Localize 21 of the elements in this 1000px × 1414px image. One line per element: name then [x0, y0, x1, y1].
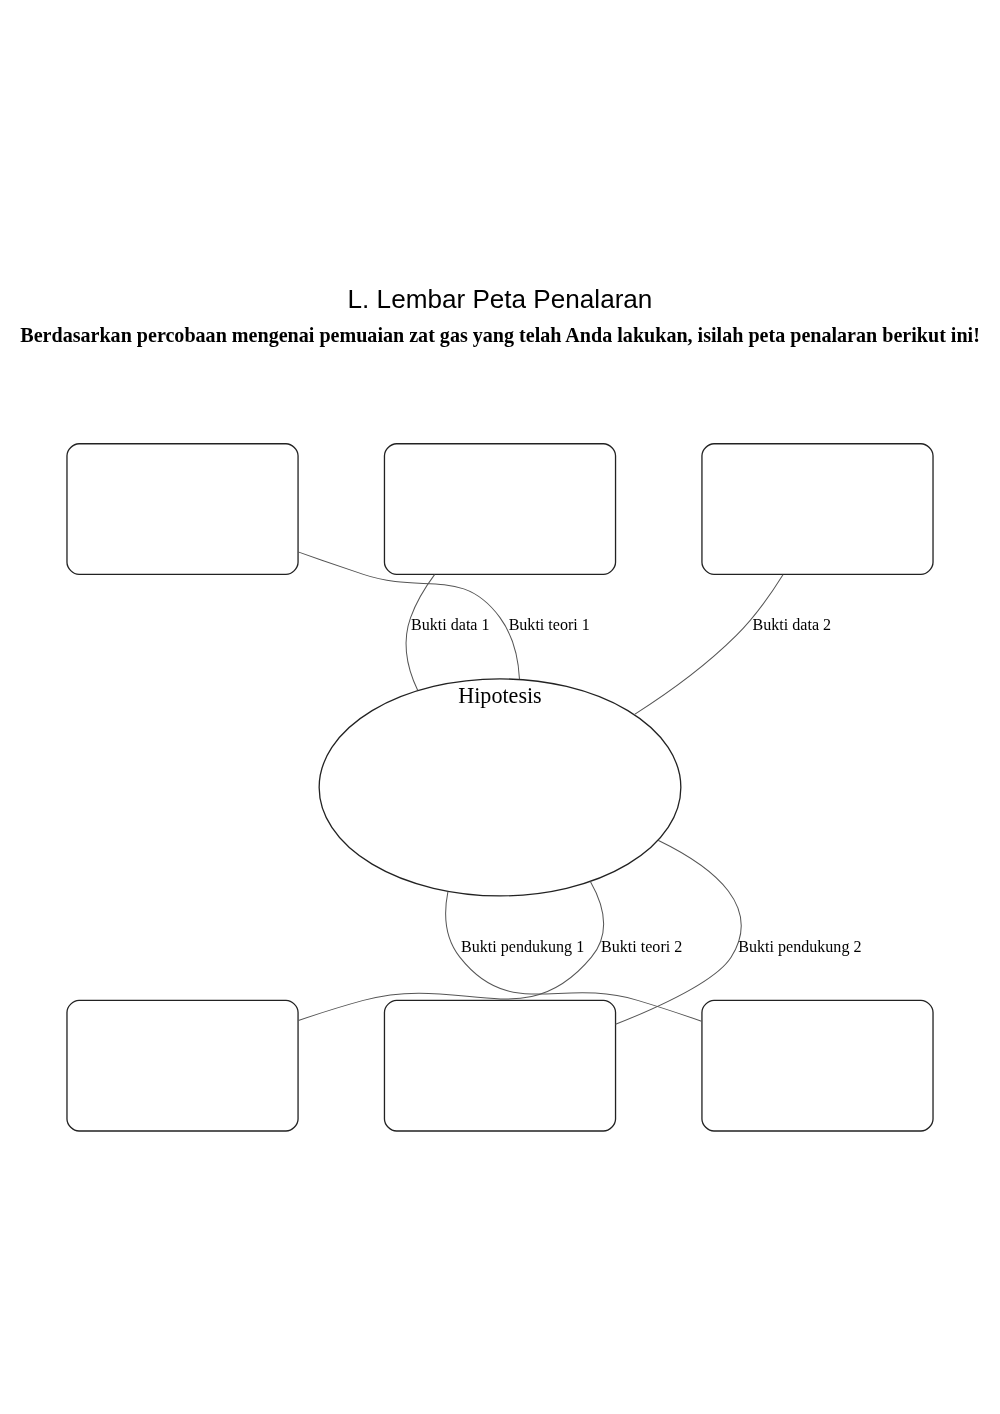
edge-label: Bukti data 1	[411, 616, 490, 634]
edge-label: Bukti pendukung 1	[461, 937, 585, 955]
label: Berdasarkan percobaan mengenai pemuaian zat gas yang telah Anda lakukan, isilah peta penalaran berikut ini!	[20, 324, 980, 347]
node-box	[383, 999, 617, 1132]
connector	[405, 574, 436, 691]
connector	[297, 880, 604, 1021]
connector	[633, 574, 784, 716]
connector	[445, 891, 702, 1022]
diagram-title: L. Lembar Peta Penalaran	[347, 283, 653, 314]
edge-label: Bukti teori 2	[601, 937, 683, 955]
node-box	[701, 999, 934, 1132]
node-box	[66, 999, 299, 1132]
edge-label: Bukti pendukung 2	[738, 937, 862, 955]
node-box	[701, 443, 934, 576]
edge-label: Bukti teori 1	[508, 616, 590, 634]
node-box	[383, 443, 617, 576]
connector	[297, 551, 520, 680]
edge-label: Bukti data 2	[752, 616, 832, 634]
node-box	[66, 443, 299, 576]
node-ellipse: Hipotesis	[318, 678, 682, 897]
connector	[615, 839, 742, 1025]
